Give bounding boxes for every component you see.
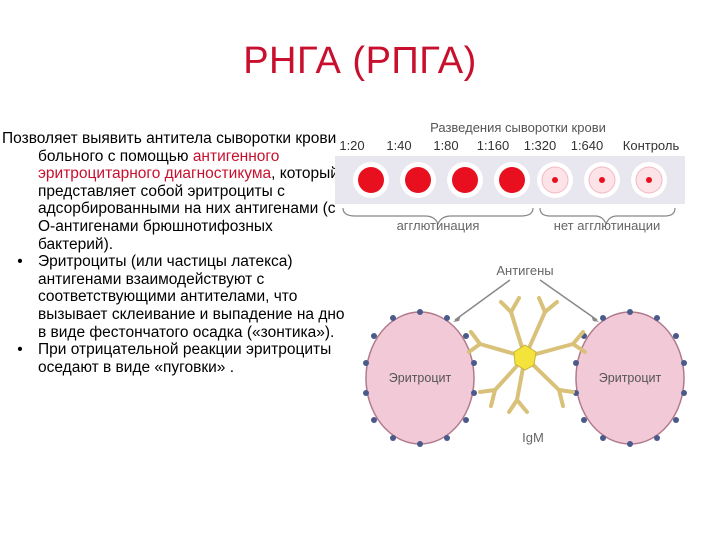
dilution-label: 1:80	[433, 138, 458, 153]
no-agglutination-label: нет агглютинации	[554, 218, 661, 233]
dilution-header: Разведения сыворотки крови	[430, 120, 606, 135]
antigen-arrow	[454, 279, 511, 321]
bullet-item: • При отрицательной реакции эритроциты о…	[2, 341, 347, 376]
arrow-head	[453, 315, 461, 322]
bullet-item: • Эритроциты (или частицы латекса) антиг…	[2, 253, 347, 341]
body-text: Позволяет выявить антитела сыворотки кро…	[2, 130, 347, 376]
bullet-text: Эритроциты (или частицы латекса) антиген…	[38, 253, 345, 341]
igm-center	[513, 344, 537, 371]
dilution-label: 1:160	[477, 138, 510, 153]
antigens-label: Антигены	[496, 263, 553, 278]
bullet-marker: •	[17, 253, 23, 271]
hemagglutination-figure: Разведения сыворотки крови 1:20 1:40 1:8…	[335, 112, 715, 452]
bullet-text: При отрицательной реакции эритроциты осе…	[38, 341, 332, 376]
negative-wells	[537, 162, 667, 198]
intro-paragraph: Позволяет выявить антитела сыворотки кро…	[2, 130, 347, 253]
positive-wells	[353, 162, 530, 198]
antigen-dots	[363, 309, 477, 447]
agglutination-label: агглютинация	[397, 218, 480, 233]
bullet-marker: •	[17, 341, 23, 359]
intro-text-1: Позволяет выявить антитела сыворотки кро…	[2, 130, 337, 165]
well-dot	[646, 177, 652, 183]
dilution-label: 1:40	[386, 138, 411, 153]
agglutination-bracket	[342, 207, 534, 226]
dilution-label: Контроль	[623, 138, 680, 153]
erythrocyte-left: Эритроцит	[363, 309, 477, 447]
erythrocyte-label: Эритроцит	[389, 371, 452, 385]
intro-text-2: , который представляет собой эритроциты …	[38, 165, 339, 253]
dilution-label: 1:640	[571, 138, 604, 153]
igm-label: IgM	[522, 430, 544, 445]
intro-highlight: антигенного эритроцитарного диагностикум…	[38, 147, 280, 183]
well-agglutination	[405, 167, 431, 193]
well-dot	[599, 177, 605, 183]
well-agglutination	[499, 167, 525, 193]
no-agglutination-bracket	[539, 207, 676, 226]
dilution-labels: 1:20 1:40 1:80 1:160 1:320 1:640 Контрол…	[339, 138, 679, 153]
erythrocyte-right: Эритроцит	[573, 309, 687, 447]
arrow-head	[591, 315, 599, 322]
antigen-dots	[573, 309, 687, 447]
slide-title: РНГА (РПГА)	[243, 40, 477, 82]
dilution-label: 1:20	[339, 138, 364, 153]
well-dot	[552, 177, 558, 183]
erythrocyte-label: Эритроцит	[599, 371, 662, 385]
figure-svg: Разведения сыворотки крови 1:20 1:40 1:8…	[335, 120, 687, 447]
well-agglutination	[358, 167, 384, 193]
well-agglutination	[452, 167, 478, 193]
antigen-arrow	[539, 279, 598, 321]
dilution-label: 1:320	[524, 138, 557, 153]
